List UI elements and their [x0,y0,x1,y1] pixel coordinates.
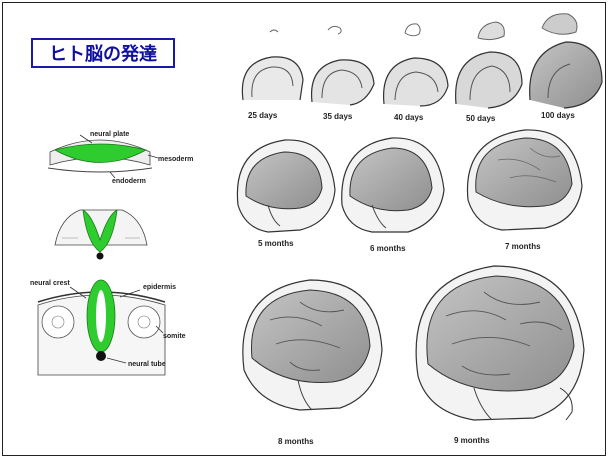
stage-label-40-days: 40 days [394,113,424,122]
label-mesoderm: mesoderm [158,156,193,163]
stage-label-8-months: 8 months [278,437,314,446]
brain-row-months-8-9: 8 months 9 months [243,266,584,446]
label-epidermis: epidermis [143,284,176,291]
stage-label-9-months: 9 months [454,436,490,445]
neural-plate-figure: neural plate mesoderm endoderm [48,131,193,185]
label-somite: somite [163,333,186,340]
label-neural-tube: neural tube [128,361,166,368]
stage-label-100-days: 100 days [541,111,575,120]
stage-label-6-months: 6 months [370,244,406,253]
label-neural-plate: neural plate [90,131,129,138]
neural-groove-figure [55,210,147,260]
brain-row-months-5-7: 5 months 6 months 7 months [237,130,582,253]
label-endoderm: endoderm [112,178,146,185]
stage-label-7-months: 7 months [505,242,541,251]
label-neural-crest: neural crest [30,280,70,287]
stage-label-50-days: 50 days [466,114,496,123]
neural-tube-figure: neural crest epidermis somite neural tub… [30,280,186,375]
stage-label-25-days: 25 days [248,111,278,120]
embryo-stage-row: 25 days 35 days 40 days 50 days 100 days [242,14,602,123]
stage-label-35-days: 35 days [323,112,353,121]
stage-label-5-months: 5 months [258,239,294,248]
